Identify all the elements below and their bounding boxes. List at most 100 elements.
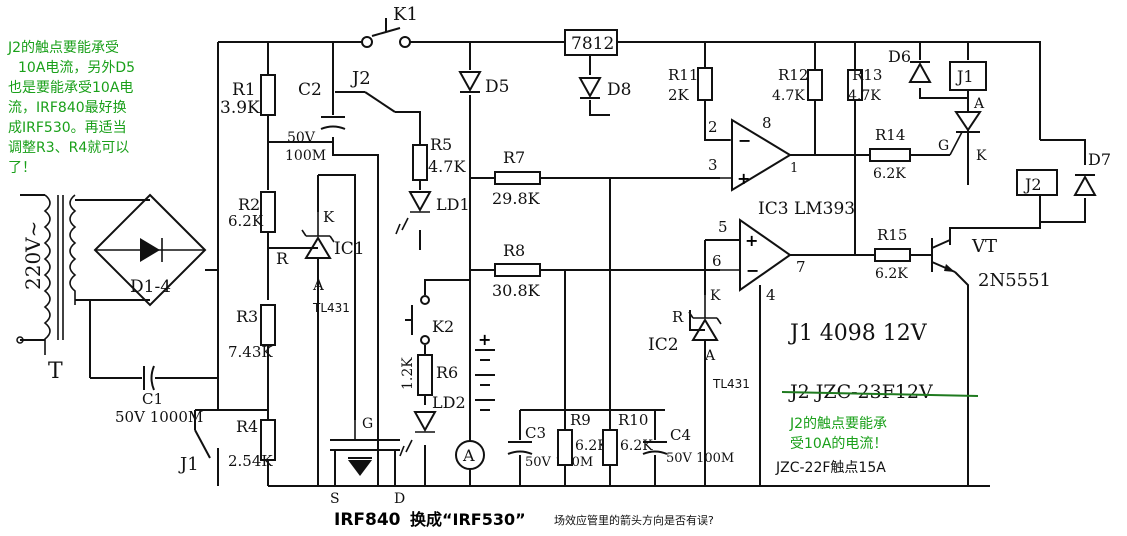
r2-value: 6.2K xyxy=(228,212,264,230)
diode-d8 xyxy=(578,77,602,99)
vt-label: VT xyxy=(971,236,997,257)
transformer-t xyxy=(16,194,77,355)
relay-contact-j2 xyxy=(364,91,396,113)
d6-label: D6 xyxy=(888,47,911,66)
ic2-tl431 xyxy=(688,295,722,341)
r10-label: R10 xyxy=(618,411,648,429)
led-ld1 xyxy=(395,191,432,235)
capacitor-c3 xyxy=(507,441,533,455)
ic1-k-label: K xyxy=(323,208,335,226)
ic1-label: IC1 xyxy=(334,239,365,259)
r8-value: 30.8K xyxy=(492,281,541,300)
svg-text:10A电流，另外D5: 10A电流，另外D5 xyxy=(18,60,135,76)
r6-label: R6 xyxy=(436,363,458,382)
ic2-k-label: K xyxy=(710,288,721,304)
switch-k2 xyxy=(405,295,430,345)
r3-label: R3 xyxy=(236,307,258,326)
svg-text:调整R3、R4就可以: 调整R3、R4就可以 xyxy=(8,140,129,156)
j1-coil-label: J1 xyxy=(955,67,974,86)
ic3-label: IC3 LM393 xyxy=(758,199,855,219)
j1-spec-label: J1 4098 12V xyxy=(788,321,928,346)
relay-contact-j1 xyxy=(194,410,219,486)
r7-label: R7 xyxy=(503,148,525,167)
scr-g-label: G xyxy=(938,138,949,154)
r5-value: 4.7K xyxy=(428,157,466,176)
j2-struck-spec: J2 JZC-23F12V xyxy=(788,381,933,403)
strike-line xyxy=(781,391,979,397)
diode-d7 xyxy=(1073,174,1097,196)
wires xyxy=(20,41,1086,487)
ic2-r-label: R xyxy=(672,308,684,326)
ic2-label: IC2 xyxy=(648,335,679,355)
svg-text:流，IRF840最好换: 流，IRF840最好换 xyxy=(8,99,127,116)
r5-label: R5 xyxy=(430,135,452,154)
r15-value: 6.2K xyxy=(875,266,908,282)
r2-label: R2 xyxy=(238,195,260,214)
svg-text:J2的触点要能承受: J2的触点要能承受 xyxy=(7,40,119,56)
mosfet-g-label: G xyxy=(362,416,373,432)
ic2-part-label: TL431 xyxy=(712,377,750,391)
ic1-part-label: TL431 xyxy=(312,301,350,315)
j2-contact-label: J2 xyxy=(350,68,371,89)
bridge-label: D1-4 xyxy=(130,277,171,297)
ammeter-label: A xyxy=(462,446,475,465)
resistor-r3 xyxy=(260,304,276,346)
bridge-diode-icon xyxy=(140,238,160,262)
r12-label: R12 xyxy=(778,66,808,84)
replace-note: 换成“IRF530” xyxy=(410,510,526,529)
c3-label: C3 xyxy=(525,424,546,442)
r3-value: 7.43K xyxy=(228,343,273,361)
resistor-r9 xyxy=(557,429,573,466)
resistor-r14 xyxy=(869,148,911,162)
c1-value: 50V 1000M xyxy=(115,408,203,426)
resistor-r6 xyxy=(417,354,433,396)
d8-label: D8 xyxy=(607,80,631,100)
r4-label: R4 xyxy=(236,417,258,436)
resistor-r7 xyxy=(494,171,541,185)
pin-8-label: 8 xyxy=(762,114,772,132)
ic2-a-label: A xyxy=(704,348,716,364)
ammeter-icon xyxy=(455,440,485,470)
capacitor-c1 xyxy=(143,365,155,391)
r1-label: R1 xyxy=(232,80,256,100)
c1-label: C1 xyxy=(142,390,163,408)
svg-text:J2的触点要能承: J2的触点要能承 xyxy=(789,416,887,432)
svg-text:也是要能承受10A电: 也是要能承受10A电 xyxy=(8,80,133,96)
resistor-r8 xyxy=(494,263,541,277)
resistor-r11 xyxy=(697,67,713,101)
ic1-a-label: A xyxy=(312,276,324,294)
c2-value-1: 50V xyxy=(287,130,316,146)
r13-value: 4.7K xyxy=(848,88,881,104)
capacitor-c4 xyxy=(642,441,668,455)
scr-k-label: K xyxy=(976,148,987,164)
ac-voltage-label: 220V~ xyxy=(21,221,45,290)
mosfet-s-label: S xyxy=(330,491,340,507)
svg-text:受10A的电流！: 受10A的电流！ xyxy=(790,436,887,452)
jzc-contact-note: JZC-22F触点15A xyxy=(775,460,886,476)
scr-a-label: A xyxy=(973,96,985,112)
bridge-rectifier xyxy=(93,193,207,307)
resistor-r10 xyxy=(602,429,618,466)
svg-text:+: + xyxy=(478,330,491,349)
transformer-label: T xyxy=(48,359,63,384)
svg-text:+: + xyxy=(745,231,758,250)
mosfet-irf840 xyxy=(330,420,400,486)
r11-value: 2K xyxy=(668,86,690,104)
comparator-a: − + xyxy=(720,118,792,192)
d7-label: D7 xyxy=(1088,150,1111,169)
r9-label: R9 xyxy=(570,411,591,429)
svg-text:−: − xyxy=(746,261,759,280)
resistor-r1 xyxy=(260,74,276,116)
resistor-r13 xyxy=(847,69,863,101)
ic1-r-label: R xyxy=(276,249,289,268)
k2-label: K2 xyxy=(432,317,454,336)
mosfet-part-label: IRF840 xyxy=(334,510,401,530)
resistor-r15 xyxy=(874,248,911,262)
thyristor-scr xyxy=(949,111,982,156)
pin-2-label: 2 xyxy=(708,118,718,136)
comparator-b: + − xyxy=(720,218,792,292)
r7-value: 29.8K xyxy=(492,189,541,208)
c2-label: C2 xyxy=(298,80,322,100)
r15-label: R15 xyxy=(877,226,907,244)
